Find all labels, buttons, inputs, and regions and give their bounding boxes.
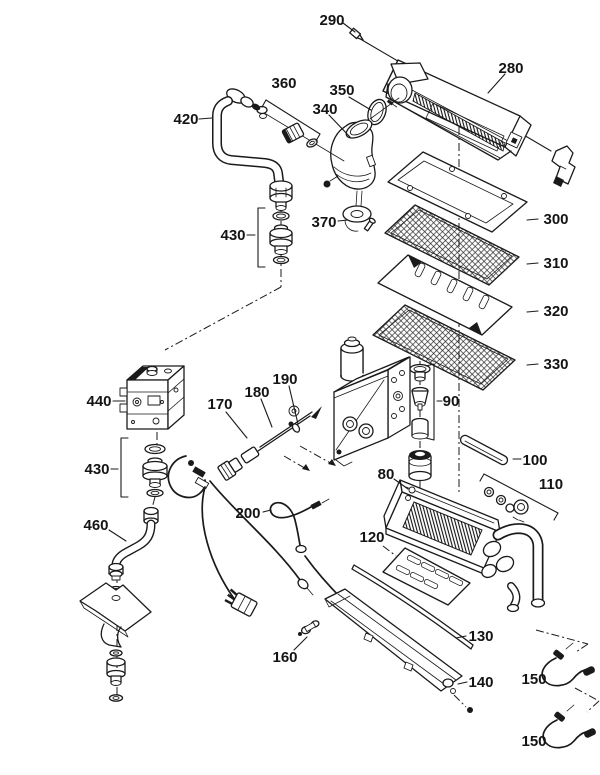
callout-180: 180	[244, 384, 269, 401]
callout-80: 80	[378, 466, 395, 483]
callout-90: 90	[443, 393, 460, 410]
callout-150-upper: 150	[521, 671, 546, 688]
callout-150-lower: 150	[521, 733, 546, 750]
callout-350: 350	[329, 82, 354, 99]
part-440-gas-valve	[119, 365, 185, 430]
part-90-grommet-column	[409, 363, 431, 440]
part-320-slotted-plate	[377, 254, 513, 336]
callout-110: 110	[539, 476, 563, 493]
callout-190: 190	[272, 371, 297, 388]
callout-290: 290	[319, 12, 344, 29]
part-100-gasket-strip	[459, 434, 509, 466]
callout-200: 200	[235, 505, 260, 522]
part-310-filter	[384, 204, 520, 286]
callout-330: 330	[543, 356, 568, 373]
part-igniter-electrode	[217, 405, 322, 481]
part-200-wire-harness	[167, 455, 353, 617]
part-430-lower-valve-group	[142, 443, 168, 498]
part-340-elbow-duct	[323, 119, 376, 190]
callout-140: 140	[468, 674, 493, 691]
callout-440: 440	[86, 393, 111, 410]
callout-460: 460	[83, 517, 108, 534]
part-140-condensate-pan	[324, 588, 473, 713]
callout-160: 160	[272, 649, 297, 666]
part-290-screw	[349, 27, 364, 41]
part-160-clip	[298, 620, 320, 636]
callout-100: 100	[522, 452, 547, 469]
callout-280: 280	[498, 60, 523, 77]
callout-430-upper: 430	[220, 227, 245, 244]
part-330-filter	[372, 304, 516, 391]
part-80-heat-exchanger	[383, 450, 546, 613]
part-370-flange	[342, 190, 376, 232]
callout-300: 300	[543, 211, 568, 228]
callout-360: 360	[271, 75, 296, 92]
part-150-sensor-wire-upper	[541, 642, 595, 687]
callout-310: 310	[543, 255, 568, 272]
callout-120: 120	[359, 529, 384, 546]
part-burner-manifold	[333, 336, 411, 467]
part-350-o-ring	[367, 98, 398, 126]
part-130-rod	[351, 564, 474, 650]
callout-420: 420	[173, 111, 198, 128]
callout-430-lower: 430	[84, 461, 109, 478]
part-280-top-cover	[382, 59, 532, 161]
part-290-latch-clip	[551, 145, 576, 187]
part-300-gasket-frame	[387, 151, 528, 233]
part-120-burner-plate	[382, 547, 471, 606]
part-420-gas-pipe	[212, 88, 293, 211]
callout-170: 170	[207, 396, 232, 413]
part-110-o-ring-set	[483, 486, 529, 523]
callout-130: 130	[468, 628, 493, 645]
part-150-sensor-wire-lower	[542, 704, 596, 749]
callout-320: 320	[543, 303, 568, 320]
callout-340: 340	[312, 101, 337, 118]
part-460-pipe-assembly	[79, 506, 159, 702]
callout-370: 370	[311, 214, 336, 231]
part-430-upper-valve-group	[269, 211, 293, 265]
